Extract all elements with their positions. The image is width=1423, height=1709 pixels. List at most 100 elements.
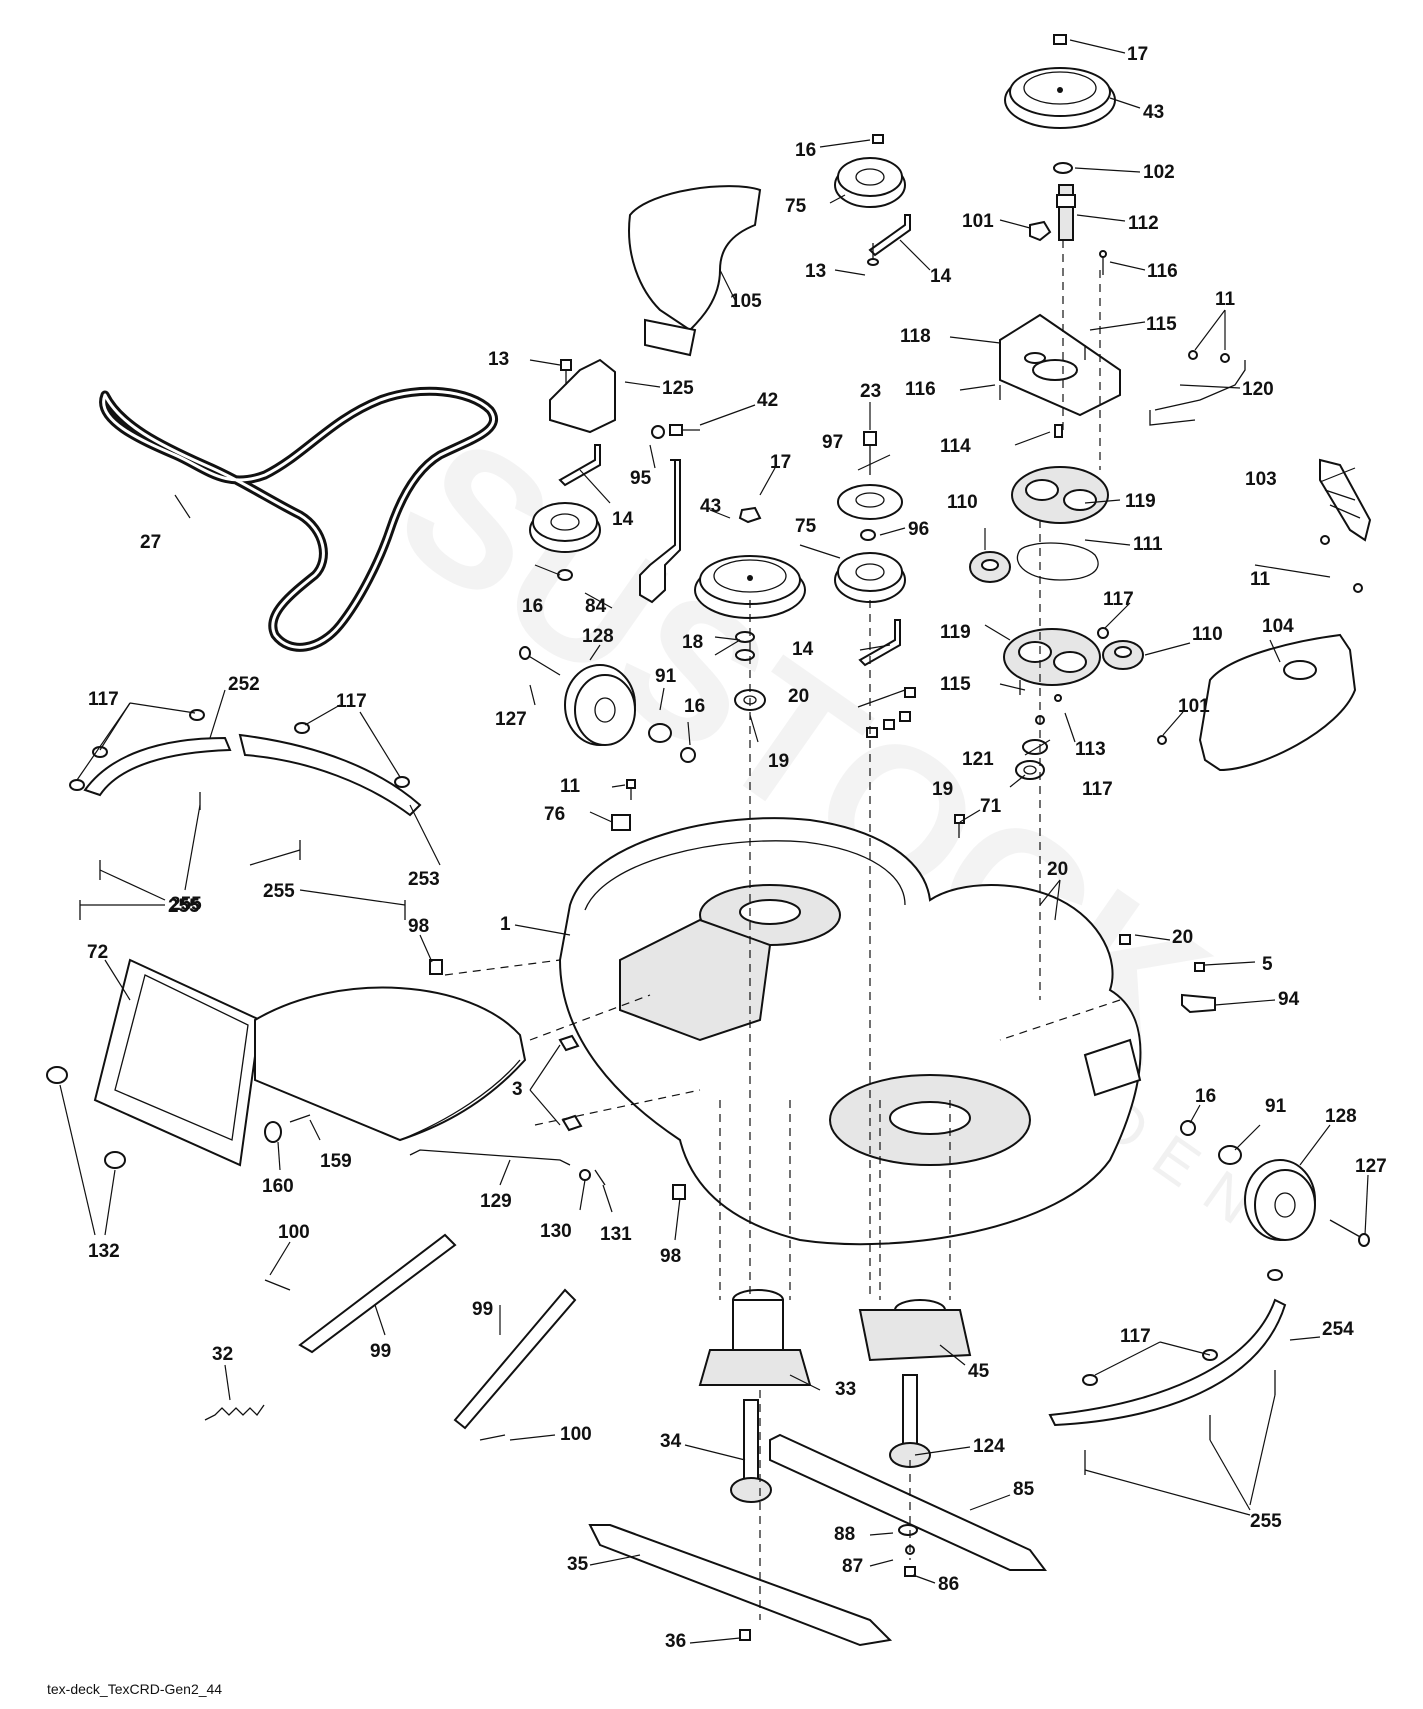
nut-16-left (557, 569, 573, 581)
callout-35: 35 (567, 1554, 589, 1575)
callout-94: 94 (1278, 989, 1300, 1010)
bolt-127-right (1329, 1219, 1370, 1247)
nut-16-top (872, 134, 884, 144)
idler-pulley-75-left (529, 502, 601, 553)
callout-33: 33 (835, 1379, 856, 1400)
bearing-19-right (1015, 760, 1045, 780)
callout-91-left: 91 (655, 666, 677, 687)
gearbox-119-upper (1011, 466, 1109, 524)
callout-255-right: 255 (1250, 1511, 1282, 1532)
callout-14-top: 14 (930, 266, 952, 287)
washer-102 (1053, 162, 1073, 174)
callout-104: 104 (1262, 616, 1294, 637)
callout-17-mid: 17 (770, 452, 791, 473)
clip-131 (594, 1169, 606, 1186)
nuts-3 (558, 1034, 583, 1132)
baffle-254 (1048, 1298, 1287, 1427)
callout-100-right: 100 (560, 1424, 592, 1445)
washer-121 (1022, 739, 1048, 755)
bolt-36 (739, 1629, 751, 1641)
callout-111: 111 (1133, 534, 1163, 555)
bracket-14-mid (858, 619, 901, 667)
bolts-11-shield (1320, 535, 1363, 593)
callout-255-left-b: 255 (263, 881, 295, 902)
bolt-159 (289, 1114, 311, 1123)
callout-19-right: 19 (932, 779, 953, 800)
callout-88: 88 (834, 1524, 855, 1545)
callout-86: 86 (938, 1574, 959, 1595)
callout-18: 18 (682, 632, 703, 653)
gasket-111 (1016, 542, 1099, 581)
callout-16-right: 16 (1195, 1086, 1216, 1107)
callout-13-left: 13 (488, 349, 509, 370)
shaft-112 (1056, 184, 1076, 241)
callout-20-right: 20 (1172, 927, 1193, 948)
callout-17-top: 17 (1127, 44, 1148, 65)
callout-14-left: 14 (612, 509, 634, 530)
callout-102: 102 (1143, 162, 1175, 183)
callout-32: 32 (212, 1344, 233, 1365)
callout-27: 27 (140, 532, 161, 553)
callout-5: 5 (1262, 954, 1273, 975)
washer-91-left (648, 723, 672, 743)
nut-16-right (1180, 1120, 1196, 1136)
gear-110-right (1102, 640, 1144, 670)
bolts-255-left (79, 792, 406, 920)
arm-84 (639, 459, 681, 604)
bolts-255-right (1084, 1370, 1276, 1475)
callout-99-left: 99 (370, 1341, 391, 1362)
bolt-42 (669, 424, 700, 436)
callout-101-cover: 101 (1178, 696, 1210, 717)
nuts-117-left (69, 709, 410, 791)
bolt-13-top (867, 243, 879, 266)
wheel-128-left (564, 664, 636, 746)
callout-113: 113 (1075, 739, 1106, 760)
nut-17-top (1053, 34, 1067, 45)
callout-117-left-a: 117 (88, 689, 119, 710)
gear-110-left (969, 551, 1011, 583)
callout-119-upper: 119 (1125, 491, 1156, 512)
callout-117-left-b: 117 (336, 691, 367, 712)
clip-76 (611, 814, 631, 831)
callout-117-lower: 117 (1082, 779, 1113, 800)
callout-115-top: 115 (1146, 314, 1177, 335)
callout-34: 34 (660, 1431, 682, 1452)
bolt-95 (651, 425, 665, 439)
callout-127-left: 127 (495, 709, 527, 730)
bracket-14-left (558, 444, 601, 487)
callout-128-left: 128 (582, 626, 614, 647)
callout-130: 130 (540, 1221, 572, 1242)
wheel-128-right (1244, 1159, 1316, 1241)
callout-101-top: 101 (962, 211, 994, 232)
callout-114: 114 (940, 436, 971, 457)
pulley-43-mid (694, 555, 806, 619)
baffle-252 (83, 736, 232, 797)
bolt-13-left (560, 359, 572, 385)
callout-16-wheel: 16 (684, 696, 705, 717)
callout-13-top: 13 (805, 261, 826, 282)
callout-71: 71 (980, 796, 1002, 817)
callout-labels: 17 43 16 102 75 112 101 116 14 13 105 11… (87, 44, 1387, 1652)
callout-43-top: 43 (1143, 102, 1164, 123)
callout-95: 95 (630, 468, 652, 489)
nut-17-mid (738, 506, 762, 524)
bolt-23 (863, 431, 877, 475)
arm-99-left (298, 1233, 457, 1354)
callout-84: 84 (585, 596, 607, 617)
callout-255-left-c: 255 (168, 896, 200, 917)
callout-16-top: 16 (795, 140, 816, 161)
nut-117-gear (1097, 627, 1109, 639)
spindle-33 (698, 1289, 812, 1386)
callout-11-top: 11 (1215, 289, 1236, 310)
callout-20-mid: 20 (1047, 859, 1068, 880)
shield-103 (1319, 458, 1372, 542)
gearbox-119-lower (1003, 628, 1101, 686)
leader-lines (59, 39, 1369, 1644)
callout-36: 36 (665, 1631, 686, 1652)
washer-97 (837, 484, 903, 520)
wing-nuts-132 (46, 1066, 126, 1169)
pin-113 (1054, 694, 1062, 702)
callout-128-right: 128 (1325, 1106, 1357, 1127)
bracket-14-top (868, 214, 911, 257)
bolt-11-mid (626, 779, 636, 800)
